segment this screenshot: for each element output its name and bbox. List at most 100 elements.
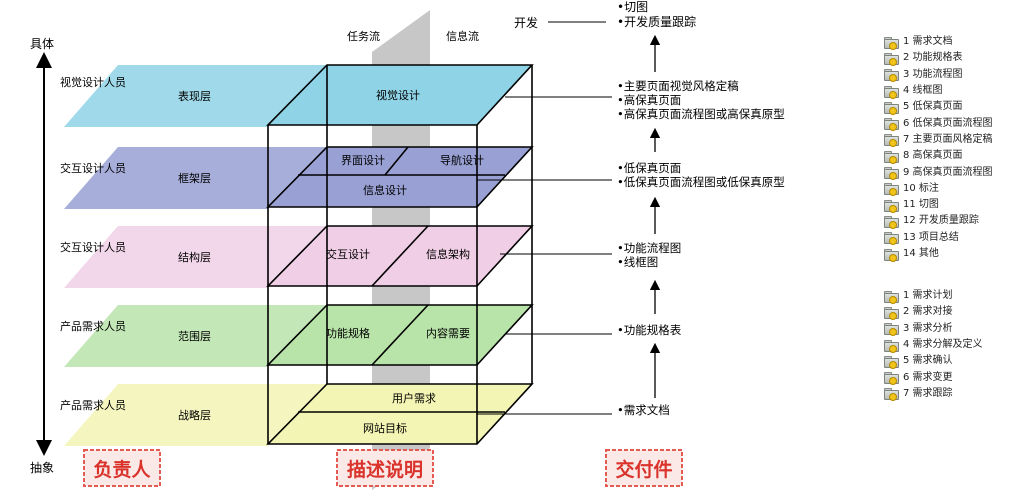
folder-icon	[884, 134, 899, 148]
cell-label: 网站目标	[363, 421, 407, 435]
folder-icon	[884, 248, 899, 262]
folder-label: 5 需求确认	[903, 355, 953, 367]
folder-icon	[884, 372, 899, 386]
folder-label: 2 需求对接	[903, 306, 953, 318]
folder-icon	[884, 52, 899, 66]
folder-item[interactable]: 1 需求计划	[884, 288, 983, 304]
layer-name: 表现层	[178, 89, 211, 103]
folder-item[interactable]: 9 高保真页面流程图	[884, 164, 993, 181]
layer-person: 交互设计人员	[60, 240, 126, 254]
folder-item[interactable]: 8 高保真页面	[884, 148, 993, 164]
folder-label: 7 主要页面风格定稿	[903, 133, 993, 145]
folder-label: 12 开发质量跟踪	[903, 215, 979, 227]
folder-label: 1 需求计划	[903, 290, 953, 302]
folder-item[interactable]: 7 需求跟踪	[884, 386, 983, 402]
layer-name: 框架层	[178, 172, 211, 185]
layer-name: 战略层	[178, 408, 211, 422]
folder-label: 9 高保真页面流程图	[903, 166, 993, 178]
folder-label: 13 项目总结	[903, 231, 959, 243]
info-flow-label: 信息流	[446, 29, 479, 43]
cell-label: 信息设计	[363, 183, 407, 197]
folder-item[interactable]: 3 需求分析	[884, 321, 983, 337]
description-stamp: 描述说明	[336, 449, 434, 487]
cell-label: 导航设计	[440, 153, 484, 167]
deliverable-item: •高保真页面流程图或高保真原型	[617, 107, 785, 121]
folder-label: 6 需求变更	[903, 371, 953, 383]
layer-person: 视觉设计人员	[60, 75, 126, 89]
folder-item[interactable]: 5 低保真页面	[884, 99, 993, 115]
folder-label: 7 需求跟踪	[903, 387, 953, 399]
folder-label: 4 需求分解及定义	[903, 339, 983, 351]
dev-item: •切图	[617, 0, 648, 14]
folder-item[interactable]: 3 功能流程图	[884, 67, 993, 83]
folder-label: 1 需求文档	[903, 36, 953, 48]
folder-icon	[884, 199, 899, 213]
folder-item[interactable]: 2 需求对接	[884, 304, 983, 320]
svg-text:描述说明: 描述说明	[347, 458, 423, 481]
folder-item[interactable]: 7 主要页面风格定稿	[884, 132, 993, 148]
folder-label: 6 低保真页面流程图	[903, 117, 993, 129]
box-edges	[267, 65, 533, 444]
layer-person: 交互设计人员	[60, 161, 126, 175]
folder-label: 3 功能流程图	[903, 68, 963, 80]
deliverable-item: •功能流程图	[617, 241, 681, 255]
folder-icon	[884, 150, 899, 164]
requirement-folder-list: 1 需求计划 2 需求对接 3 需求分析 4 需求分解及定义 5 需求确认 6 需求变更 7…	[884, 288, 983, 402]
folder-item[interactable]: 6 需求变更	[884, 369, 983, 386]
deliverable-stamp: 交付件	[605, 449, 683, 487]
deliverable-item: •低保真页面	[617, 161, 681, 175]
dev-stage-label: 开发	[514, 15, 538, 30]
axis-bottom-label: 抽象	[30, 461, 54, 475]
dev-item: •开发质量跟踪	[617, 14, 696, 29]
cell-label: 交互设计	[326, 247, 370, 261]
deliverable-folder-list: 1 需求文档 2 功能规格表 3 功能流程图 4 线框图 5 低保真页面 6 低保真页面流…	[884, 34, 993, 262]
deliverable-item: •功能规格表	[617, 323, 682, 337]
folder-item[interactable]: 13 项目总结	[884, 230, 993, 246]
folder-icon	[884, 215, 899, 229]
folder-item[interactable]: 14 其他	[884, 246, 993, 262]
layer-person: 产品需求人员	[60, 398, 126, 412]
folder-label: 10 标注	[903, 182, 939, 194]
cell-label: 内容需要	[426, 326, 470, 340]
folder-icon	[884, 36, 899, 50]
layer-name: 结构层	[178, 250, 211, 264]
folder-icon	[884, 290, 899, 304]
folder-icon	[884, 339, 899, 353]
cell-label: 界面设计	[341, 154, 385, 167]
folder-icon	[884, 323, 899, 337]
folder-item[interactable]: 11 切图	[884, 197, 993, 213]
folder-icon	[884, 101, 899, 115]
folder-icon	[884, 85, 899, 99]
folder-label: 11 切图	[903, 199, 939, 211]
folder-item[interactable]: 4 线框图	[884, 83, 993, 99]
deliverable-item: •主要页面视觉风格定稿	[617, 79, 739, 93]
task-flow-label: 任务流	[347, 29, 380, 43]
folder-item[interactable]: 12 开发质量跟踪	[884, 213, 993, 229]
folder-item[interactable]: 1 需求文档	[884, 34, 993, 50]
folder-icon	[884, 183, 899, 197]
folder-label: 5 低保真页面	[903, 101, 963, 113]
deliverable-item: •需求文档	[617, 403, 670, 417]
folder-item[interactable]: 4 需求分解及定义	[884, 337, 983, 353]
svg-text:负责人: 负责人	[93, 458, 151, 481]
owner-stamp: 负责人	[83, 449, 161, 487]
layer-name: 范围层	[178, 329, 211, 343]
folder-item[interactable]: 2 功能规格表	[884, 50, 993, 66]
folder-icon	[884, 118, 899, 132]
cell-label: 视觉设计	[376, 88, 420, 102]
folder-icon	[884, 388, 899, 402]
cell-label: 用户需求	[392, 391, 436, 405]
folder-label: 2 功能规格表	[903, 52, 963, 64]
folder-item[interactable]: 10 标注	[884, 181, 993, 197]
folder-label: 3 需求分析	[903, 322, 953, 334]
folder-label: 4 线框图	[903, 85, 943, 97]
folder-item[interactable]: 6 低保真页面流程图	[884, 115, 993, 132]
folder-item[interactable]: 5 需求确认	[884, 353, 983, 369]
cell-label: 信息架构	[426, 247, 470, 261]
